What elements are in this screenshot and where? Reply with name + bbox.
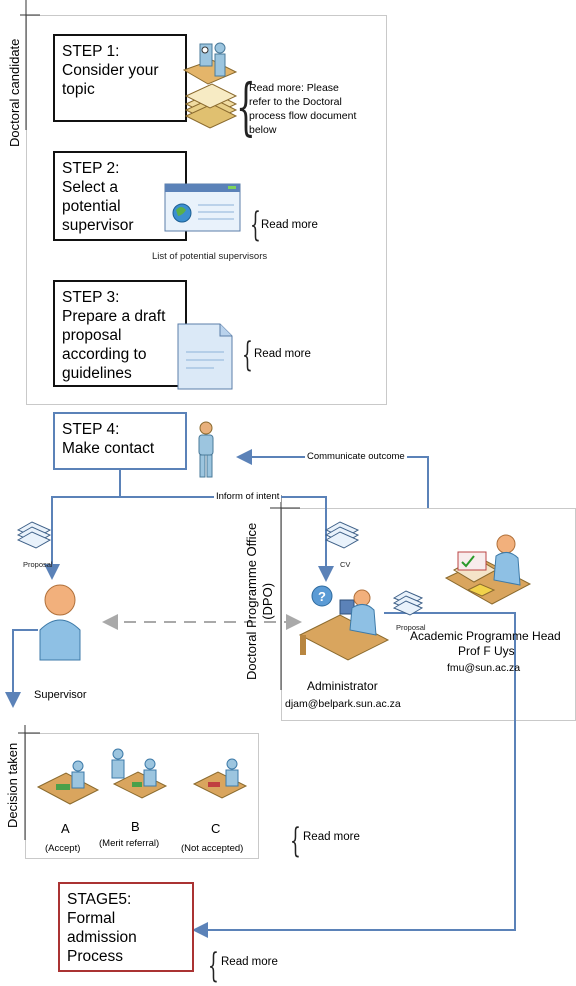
supervisor-decision-arrow (5, 629, 38, 708)
brace: { (250, 205, 261, 245)
stage5-arrow (192, 612, 516, 938)
stage5-read-more-link[interactable]: Read more (221, 956, 278, 968)
decision-read-more-link[interactable]: Read more (303, 831, 360, 843)
aph-email: fmu@sun.ac.za (447, 662, 521, 674)
admin-proposal-label: Proposal (396, 623, 426, 632)
brace: { (242, 335, 253, 375)
step3-read-more-link[interactable]: Read more (254, 348, 311, 360)
decision-c-letter: C (211, 821, 221, 836)
communicate-outcome-arrow (236, 449, 429, 508)
brace: { (208, 946, 219, 986)
administrator-label: Administrator (307, 679, 378, 693)
lane-label-dpo: Doctoral Programme Office (DPO) (244, 522, 275, 680)
communicate-outcome-label: Communicate outcome (305, 451, 407, 462)
aph-name: Prof F Uys (458, 644, 515, 658)
decision-a-caption: (Accept) (45, 843, 81, 854)
lane-label-doctoral-candidate: Doctoral candidate (7, 38, 22, 147)
list-of-supervisors-caption: List of potential supervisors (152, 251, 268, 262)
brace: { (236, 70, 256, 143)
inform-of-intent-label: Inform of intent (214, 491, 282, 502)
cv-label: CV (340, 560, 351, 569)
step4-box: STEP 4:Make contact (53, 412, 187, 470)
aph-title: Academic Programme Head (410, 629, 561, 643)
proposal-label: Proposal (23, 560, 53, 569)
proposal-arrow (44, 496, 120, 580)
decision-c-caption: (Not accepted) (181, 843, 244, 854)
step2-read-more-link[interactable]: Read more (261, 219, 318, 231)
supervisor-label: Supervisor (34, 689, 87, 701)
decision-a-letter: A (61, 821, 70, 836)
decision-b-letter: B (131, 819, 140, 834)
lane-label-decision-taken: Decision taken (5, 742, 20, 828)
inform-of-intent-arrow (119, 470, 334, 582)
decision-b-caption: (Merit referral) (99, 838, 160, 849)
brace: { (290, 821, 301, 861)
administrator-email: djam@belpark.sun.ac.za (285, 698, 401, 710)
